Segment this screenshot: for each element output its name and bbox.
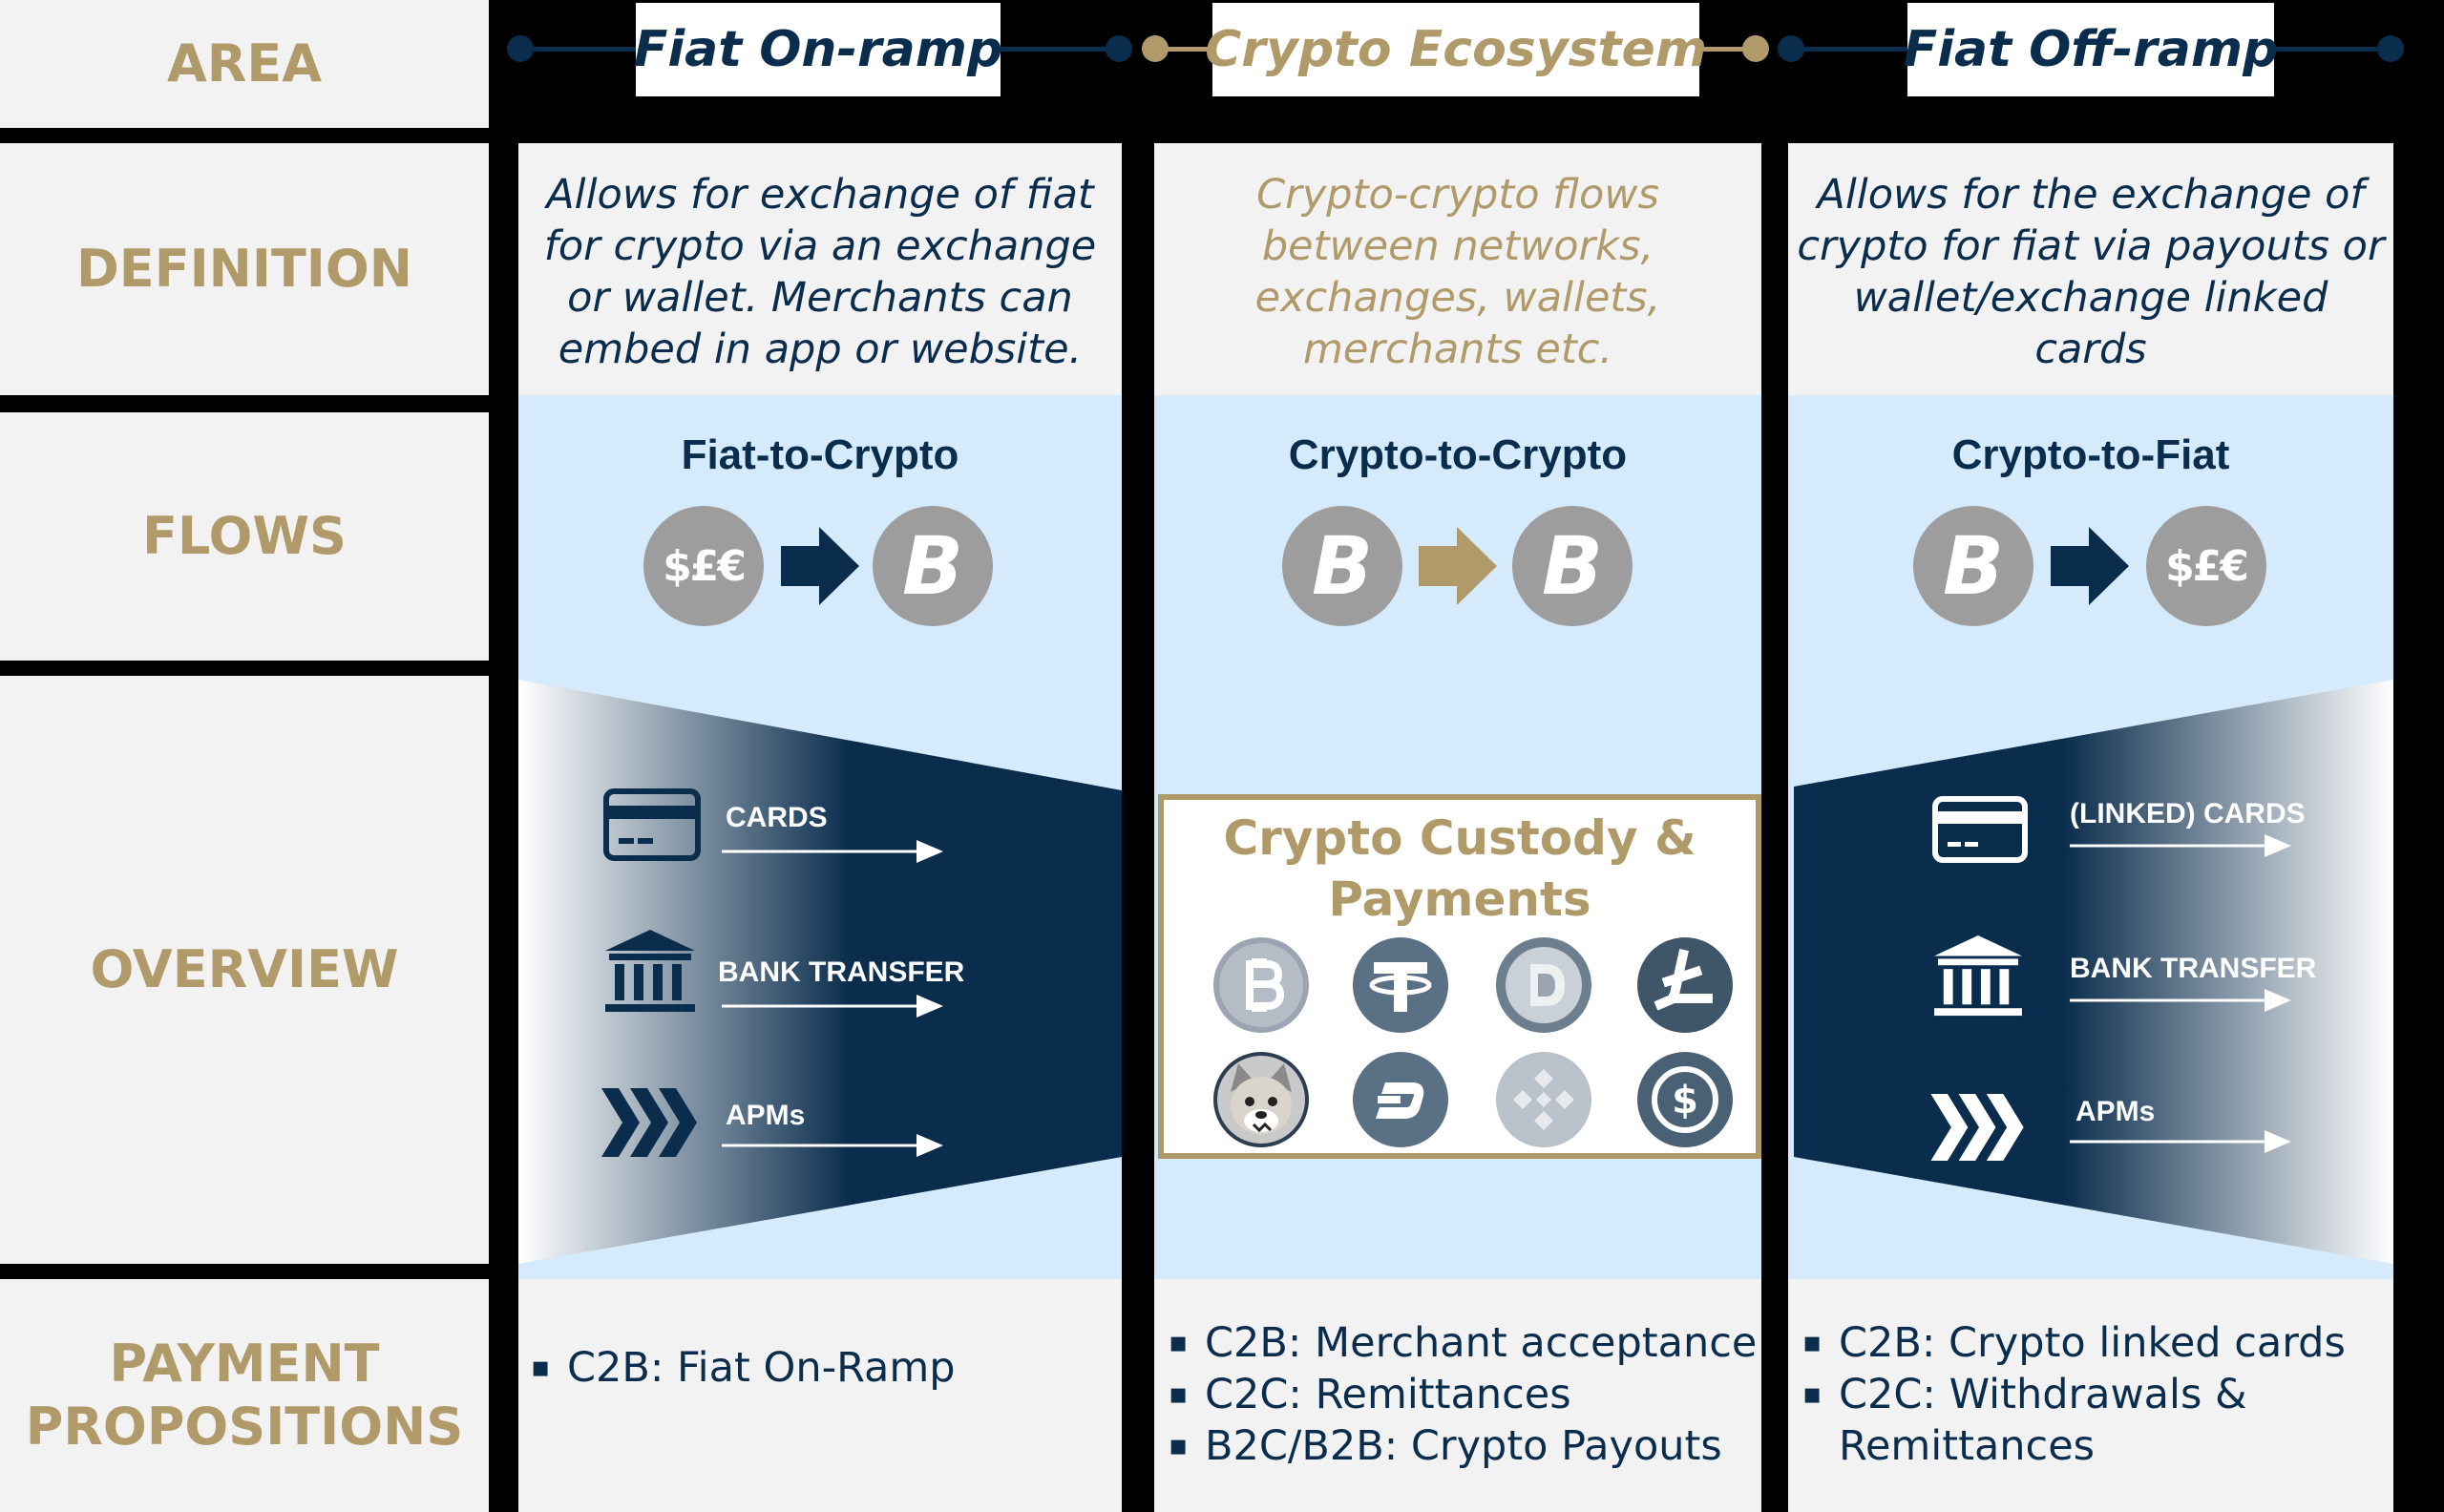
chevrons-icon <box>1930 1094 2024 1161</box>
arrow-right-icon <box>2070 1130 2291 1153</box>
definition-crypto-ecosystem: Crypto-crypto flows between networks, ex… <box>1254 171 1661 373</box>
bitcoin-coin-icon: B <box>1282 506 1402 626</box>
list-item: C2B: Crypto linked cards <box>1802 1317 2391 1369</box>
propositions-fiat-off-ramp: C2B: Crypto linked cards C2C: Withdrawal… <box>1802 1317 2391 1472</box>
bank-icon <box>1934 934 2022 1017</box>
credit-card-icon <box>1932 796 2028 863</box>
propositions-fiat-on-ramp: C2B: Fiat On-Ramp <box>531 1342 1113 1394</box>
arrow-right-icon <box>2070 834 2291 857</box>
header-crypto-ecosystem: Crypto Ecosystem <box>1205 3 1707 96</box>
bank-icon <box>605 930 695 1012</box>
bitcoin-coin-icon: B <box>1512 506 1633 626</box>
litecoin-icon <box>1637 937 1733 1033</box>
header-dot <box>507 35 534 62</box>
header-dot <box>1142 35 1169 62</box>
row-label-payment-propositions: PAYMENT PROPOSITIONS <box>0 1279 489 1512</box>
list-item: B2C/B2B: Crypto Payouts <box>1169 1420 1760 1472</box>
header-dot <box>1778 35 1804 62</box>
overview-apms-label: APMs <box>726 1100 806 1131</box>
arrow-right-icon <box>1419 527 1497 605</box>
overview-apms-label: APMs <box>2075 1096 2156 1127</box>
arrow-right-icon <box>722 995 943 1018</box>
binance-coin-icon <box>1496 1052 1591 1147</box>
list-item: C2C: Withdrawals & Remittances <box>1802 1369 2391 1472</box>
row-label-flows: FLOWS <box>0 412 489 661</box>
overview-bank-transfer-label: BANK TRANSFER <box>2070 953 2317 984</box>
flow-title-crypto-to-fiat: Crypto-to-Fiat <box>1951 431 2230 478</box>
header-dot <box>2377 35 2404 62</box>
header-dot <box>1106 35 1132 62</box>
custody-title: Crypto Custody & Payments <box>1223 810 1696 927</box>
on-ramp-funnel <box>518 680 1122 1264</box>
arrow-right-icon <box>781 527 859 605</box>
arrow-right-icon <box>2051 527 2129 605</box>
shiba-inu-icon <box>1213 1052 1309 1147</box>
col1-definition-bg <box>518 143 1122 395</box>
definition-fiat-on-ramp: Allows for exchange of fiat for crypto v… <box>543 171 1097 373</box>
usd-coin-icon: $ <box>1637 1052 1733 1147</box>
list-item: C2B: Fiat On-Ramp <box>531 1342 1113 1394</box>
list-item: C2B: Merchant acceptance <box>1169 1317 1760 1369</box>
fiat-coin-icon: $£€ <box>2146 506 2266 626</box>
credit-card-icon <box>603 788 701 861</box>
bitcoin-coin-icon: B <box>1913 506 2033 626</box>
row-label-area: AREA <box>0 0 489 128</box>
bitcoin-icon <box>1213 937 1309 1033</box>
overview-linked-cards-label: (LINKED) CARDS <box>2070 798 2306 830</box>
row-label-overview: OVERVIEW <box>0 676 489 1264</box>
propositions-crypto-ecosystem: C2B: Merchant acceptance C2C: Remittance… <box>1169 1317 1760 1472</box>
list-item: C2C: Remittances <box>1169 1369 1760 1420</box>
col2-definition-bg <box>1154 143 1761 395</box>
off-ramp-funnel <box>1794 680 2393 1264</box>
col3-definition-bg <box>1788 143 2393 395</box>
dogecoin-icon <box>1496 937 1591 1033</box>
arrow-right-icon <box>722 1134 943 1157</box>
crypto-custody-payments-box: Crypto Custody & Payments <box>1158 794 1761 1159</box>
chevrons-icon <box>601 1088 697 1157</box>
flow-title-crypto-to-crypto: Crypto-to-Crypto <box>1288 431 1628 478</box>
tether-icon <box>1353 937 1448 1033</box>
svg-text:$: $ <box>1672 1079 1698 1123</box>
arrow-right-icon <box>2070 989 2291 1012</box>
arrow-right-icon <box>722 840 943 863</box>
header-fiat-on-ramp: Fiat On-ramp <box>634 3 1002 96</box>
definition-fiat-off-ramp: Allows for the exchange of crypto for fi… <box>1797 171 2385 373</box>
row-label-definition: DEFINITION <box>0 143 489 395</box>
overview-cards-label: CARDS <box>726 802 828 833</box>
col1-propositions-bg <box>518 1279 1122 1512</box>
overview-bank-transfer-label: BANK TRANSFER <box>718 956 965 988</box>
bitcoin-coin-icon: B <box>873 506 993 626</box>
flow-title-fiat-to-crypto: Fiat-to-Crypto <box>681 431 959 478</box>
dash-icon <box>1353 1052 1448 1147</box>
header-fiat-off-ramp: Fiat Off-ramp <box>1904 3 2278 96</box>
fiat-coin-icon: $£€ <box>643 506 764 626</box>
header-dot <box>1742 35 1769 62</box>
